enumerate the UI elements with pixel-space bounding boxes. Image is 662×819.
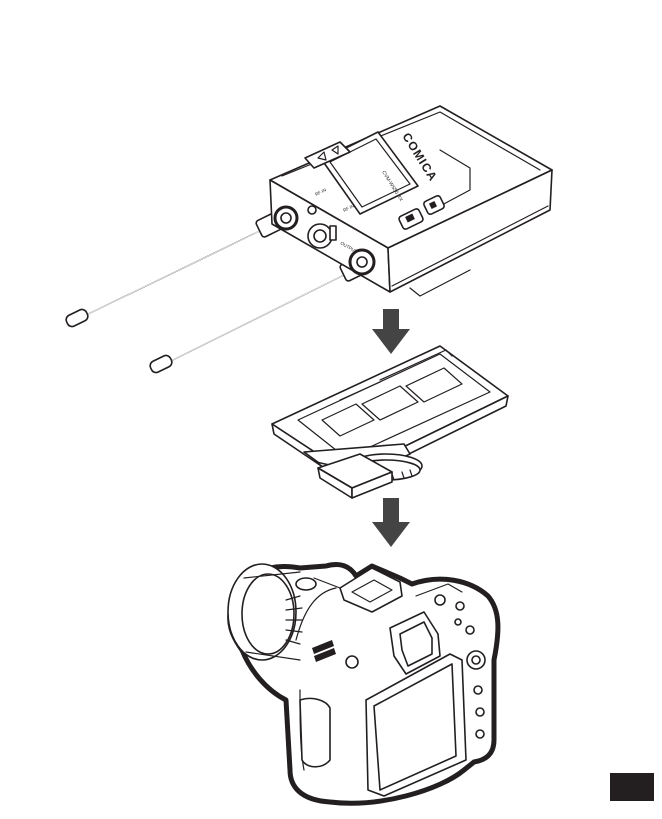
down-arrow-2 bbox=[372, 498, 410, 547]
antenna-right bbox=[148, 256, 366, 374]
dslr-camera bbox=[228, 564, 498, 803]
shoe-mount-adapter bbox=[272, 346, 508, 498]
wireless-receiver: CVM-WS50 RX COMICA OUTPUT RF IN RF bbox=[64, 106, 552, 374]
antenna-left bbox=[64, 212, 282, 328]
page-tab-marker bbox=[610, 773, 654, 801]
down-arrow-1 bbox=[372, 309, 410, 354]
